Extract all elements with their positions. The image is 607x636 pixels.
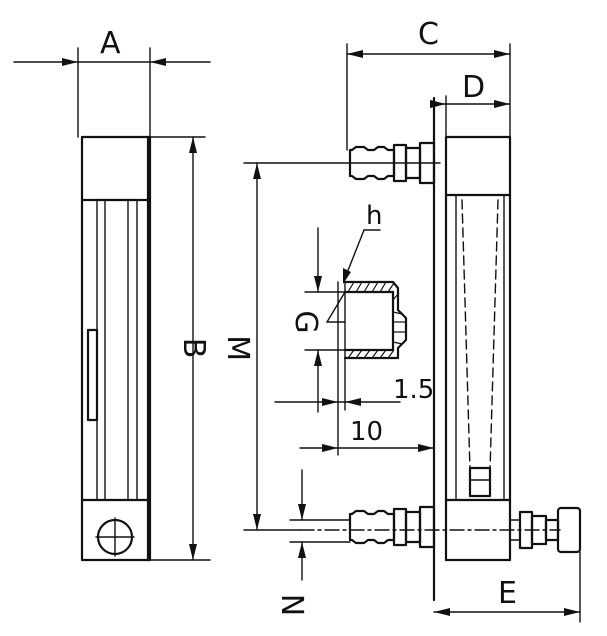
dim-label-10: 10: [350, 417, 383, 447]
valve-handwheel-icon: [556, 506, 582, 554]
dimension-n: N: [274, 469, 351, 616]
bottom-nut-1: [392, 507, 408, 547]
dim-b-arrow-top: [189, 137, 197, 153]
dimension-c: C: [346, 17, 511, 151]
dim-e-arrow-right: [564, 608, 580, 616]
dim-g-arrow-bottom: [314, 350, 322, 366]
dim-label-h: h: [366, 201, 382, 231]
thread-detail-outline: [343, 280, 408, 360]
dimension-a: A: [13, 26, 211, 138]
front-tube-window: [96, 199, 138, 501]
front-scale-strip: [86, 328, 99, 422]
dim-label-1-5: 1.5: [393, 375, 434, 405]
float-icon: [468, 466, 492, 498]
dimension-g: G: [288, 227, 346, 413]
dimension-m: M: [220, 162, 441, 531]
bottom-nut-3: [418, 505, 436, 549]
dim-label-e: E: [498, 576, 517, 611]
bottom-hose-barb: [348, 509, 396, 545]
thread-hatch-right: [392, 293, 406, 345]
dimension-b: B: [149, 136, 211, 561]
dimension-10: 10: [299, 409, 435, 456]
dim-e-arrow-left: [434, 608, 450, 616]
dim-1-5-arrow-left: [322, 398, 338, 406]
thread-chamfer: [325, 291, 346, 323]
side-tube-channel: [455, 194, 505, 501]
bottom-nut-2: [404, 510, 422, 544]
side-body-outline: [444, 135, 512, 562]
dim-d-arrow-left: [430, 100, 446, 108]
tube-wall-right-dashed: [489, 199, 499, 471]
bottom-outlet-fitting: [348, 505, 436, 549]
front-body-outline: [80, 135, 152, 562]
dim-label-n: N: [274, 594, 309, 616]
dim-a-arrow-right: [150, 58, 166, 66]
tube-wall-left-dashed: [461, 199, 471, 471]
side-view: [432, 96, 512, 602]
dim-label-a: A: [100, 26, 121, 61]
dim-label-m: M: [220, 335, 255, 361]
dim-label-b: B: [176, 338, 211, 359]
dim-a-arrow-left: [62, 58, 78, 66]
dim-1-5-arrow-right: [345, 398, 361, 406]
dim-m-arrow-bottom: [253, 514, 261, 530]
dim-b-arrow-bottom: [189, 544, 197, 560]
leader-h-line: [344, 229, 365, 279]
leader-h: h: [343, 201, 382, 284]
dim-c-arrow-right: [494, 50, 510, 58]
dim-n-arrow-bottom: [298, 542, 306, 558]
dim-10-arrow-right: [418, 444, 434, 452]
dim-g-arrow-top: [314, 276, 322, 292]
dim-10-arrow-left: [322, 444, 338, 452]
front-view: [80, 135, 152, 562]
thread-hatch-bottom: [347, 349, 395, 359]
dimension-e: E: [433, 551, 581, 623]
dim-n-arrow-top: [298, 504, 306, 520]
dim-c-arrow-left: [347, 50, 363, 58]
dim-label-c: C: [418, 17, 439, 52]
leader-h-arrow: [343, 268, 351, 284]
dimension-d: D: [430, 70, 511, 138]
thread-hatch-top: [347, 281, 395, 293]
dim-label-g: G: [288, 310, 323, 333]
dim-d-arrow-right: [494, 100, 510, 108]
thread-detail: [325, 280, 408, 411]
dimension-1-5: 1.5: [274, 375, 434, 406]
dim-m-arrow-top: [253, 163, 261, 179]
dim-label-d: D: [462, 70, 485, 105]
